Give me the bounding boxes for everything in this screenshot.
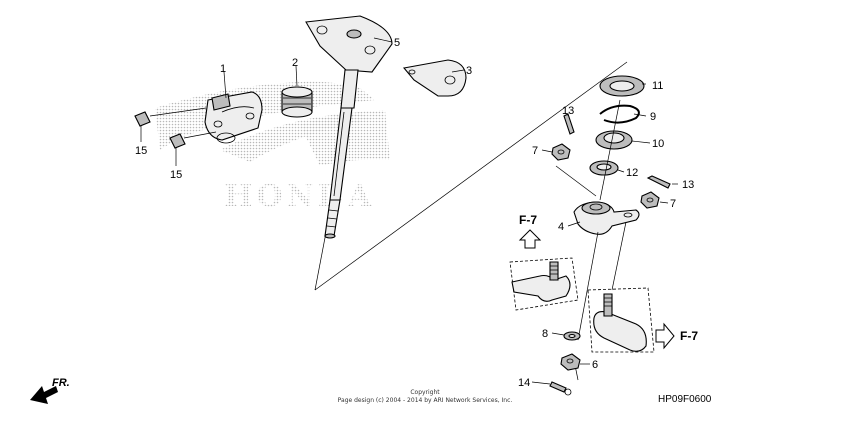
callout-9[interactable]: 9 bbox=[650, 111, 656, 123]
tie-rod-end-right bbox=[587, 287, 655, 353]
part-9-circlip bbox=[599, 104, 640, 124]
callout-15-upper[interactable]: 15 bbox=[135, 145, 147, 157]
direction-label: FR. bbox=[52, 377, 70, 389]
callout-8[interactable]: 8 bbox=[542, 328, 548, 340]
callout-13-upper[interactable]: 13 bbox=[562, 105, 574, 117]
part-10-bearing bbox=[595, 130, 633, 150]
part-6-castle-nut bbox=[560, 353, 581, 371]
callout-15-lower[interactable]: 15 bbox=[170, 169, 182, 181]
callout-6[interactable]: 6 bbox=[592, 359, 598, 371]
callout-13-right[interactable]: 13 bbox=[682, 179, 694, 191]
part-7-nut-right bbox=[640, 191, 660, 209]
callout-10[interactable]: 10 bbox=[652, 138, 664, 150]
honda-logo-text: HONDA bbox=[224, 179, 375, 214]
callout-12[interactable]: 12 bbox=[626, 167, 638, 179]
part-15-bolt-lower bbox=[169, 131, 236, 149]
part-1-shaft-holder bbox=[204, 91, 263, 141]
callout-3[interactable]: 3 bbox=[466, 65, 472, 77]
callout-5[interactable]: 5 bbox=[394, 37, 400, 49]
part-4-shaft-arm bbox=[573, 201, 640, 235]
part-5-steering-shaft bbox=[305, 15, 393, 239]
callout-14[interactable]: 14 bbox=[518, 377, 530, 389]
reference-arrow-up[interactable]: F-7 bbox=[518, 213, 542, 249]
tie-rod-end-left bbox=[509, 257, 579, 311]
callout-7-right[interactable]: 7 bbox=[670, 198, 676, 210]
part-15-bolt-upper bbox=[134, 107, 207, 127]
reference-arrow-right[interactable]: F-7 bbox=[655, 322, 698, 350]
front-direction-indicator: FR. bbox=[30, 377, 70, 404]
part-8-washer bbox=[563, 331, 581, 341]
honda-wing-watermark: HONDA bbox=[155, 81, 390, 214]
copyright-line-2: Page design (c) 2004 - 2014 by ARI Netwo… bbox=[338, 397, 513, 404]
part-3-bracket bbox=[402, 59, 467, 97]
part-14-cotter-pin bbox=[549, 381, 572, 396]
reference-f7-lower[interactable]: F-7 bbox=[680, 329, 698, 343]
callout-2[interactable]: 2 bbox=[292, 57, 298, 69]
diagram-code: HP09F0600 bbox=[658, 394, 712, 405]
copyright-line-1: Copyright bbox=[410, 389, 440, 396]
callout-leaders bbox=[140, 37, 678, 385]
callout-1[interactable]: 1 bbox=[220, 63, 226, 75]
reference-f7-upper[interactable]: F-7 bbox=[519, 213, 537, 227]
callout-7-left[interactable]: 7 bbox=[532, 145, 538, 157]
part-2-bushing bbox=[281, 86, 313, 118]
callout-11[interactable]: 11 bbox=[652, 80, 663, 92]
part-11-dust-seal bbox=[599, 75, 645, 97]
part-7-nut-left bbox=[551, 143, 571, 161]
part-12-seal bbox=[589, 160, 619, 176]
callout-4[interactable]: 4 bbox=[558, 221, 564, 233]
part-13-pin-upper bbox=[563, 113, 575, 135]
part-13-pin-right bbox=[646, 175, 671, 189]
assembly-guide-lines bbox=[555, 99, 627, 381]
